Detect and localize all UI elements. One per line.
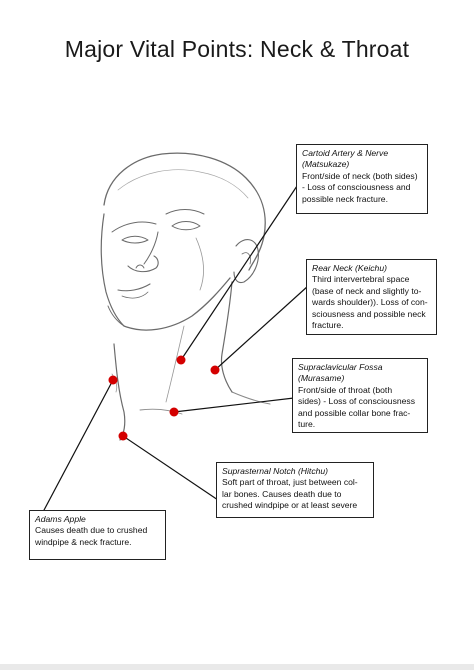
callout-text: sides) - Loss of consciousness [298, 396, 416, 407]
callout-text: windpipe & neck fracture. [35, 536, 132, 547]
point-carotid [176, 355, 186, 365]
point-rear-neck [210, 365, 220, 375]
callout-suprasternal: Suprasternal Notch (Hitchu) Soft part of… [216, 462, 374, 518]
callout-text: - Loss of consciousness and [302, 182, 411, 193]
callout-heading: (Matsukaze) [302, 159, 350, 170]
callout-text: (base of neck and slightly to- [312, 285, 422, 296]
leader-line-supraclavicular [173, 397, 295, 413]
callout-text: Front/side of neck (both sides) [302, 170, 418, 181]
neck-back [220, 281, 233, 393]
callout-supraclavicular: Supraclavicular Fossa (Murasame) Front/s… [292, 358, 428, 433]
point-supraclavicular [169, 407, 179, 417]
leader-line-adams-apple [42, 379, 114, 513]
callout-adams-apple: Adams Apple Causes death due to crushed … [29, 510, 166, 560]
leader-line-rear-neck [214, 285, 309, 371]
callout-carotid: Cartoid Artery & Nerve (Matsukaze) Front… [296, 144, 428, 214]
callout-text: possible neck fracture. [302, 193, 388, 204]
chin [107, 305, 125, 327]
ear-inner [241, 252, 251, 265]
ear [233, 239, 259, 284]
eye-left [121, 235, 149, 244]
callout-text: Causes death due to crushed [35, 525, 148, 536]
nostril [135, 264, 145, 269]
callout-text: Soft part of throat, just between col- [222, 477, 358, 488]
callout-text: sciousness and possible neck [312, 308, 426, 319]
point-suprasternal [118, 431, 128, 441]
eye-right [171, 221, 201, 231]
jaw-line [123, 277, 231, 331]
leader-line-carotid [180, 182, 300, 361]
nose-tip [127, 255, 159, 273]
face-side [100, 213, 125, 327]
callout-text: ture. [298, 419, 316, 430]
callout-text: Front/side of throat (both [298, 384, 393, 395]
callout-text: Third intervertebral space [312, 274, 410, 285]
lower-lip [121, 291, 149, 299]
leader-line-suprasternal [122, 435, 219, 501]
brow-line [111, 221, 157, 233]
callout-heading: Rear Neck (Keichu) [312, 263, 387, 273]
brow-line-right [165, 209, 205, 215]
callout-heading: Suprasternal Notch (Hitchu) [222, 466, 329, 476]
callout-text: crushed windpipe or at least severe [222, 500, 358, 511]
callout-heading: Supraclavicular Fossa [298, 362, 383, 372]
shoulder-line [231, 391, 271, 405]
callout-text: wards shoulder)). Loss of con- [312, 297, 428, 308]
cheekbone [195, 237, 204, 291]
callout-heading: Adams Apple [35, 514, 86, 524]
callout-text: fracture. [312, 320, 344, 331]
nose-bridge [143, 231, 159, 265]
neck-muscle [165, 325, 185, 403]
crown-line [117, 169, 249, 199]
page-title: Major Vital Points: Neck & Throat [64, 36, 410, 62]
callout-heading: (Murasame) [298, 373, 345, 384]
collar-line [139, 408, 183, 415]
callout-text: lar bones. Causes death due to [222, 488, 342, 499]
mouth [117, 283, 151, 292]
callout-heading: Cartoid Artery & Nerve [302, 148, 389, 158]
callout-text: and possible collar bone frac- [298, 407, 411, 418]
skull-outline [103, 152, 266, 271]
callout-rear-neck: Rear Neck (Keichu) Third intervertebral … [306, 259, 437, 335]
point-adams-apple [108, 375, 118, 385]
page-bottom-edge [0, 664, 474, 670]
